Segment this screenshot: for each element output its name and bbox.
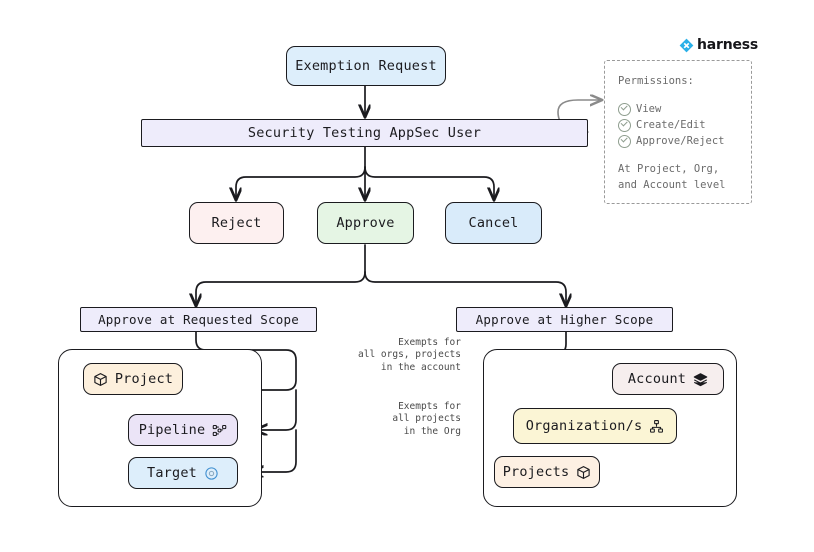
permissions-panel: Permissions: View Create/Edit Approve/Re… <box>604 60 752 204</box>
node-label: Approve <box>336 215 395 231</box>
target-circle-icon <box>205 466 218 480</box>
permission-label: Create/Edit <box>636 119 706 131</box>
cube-icon <box>94 372 107 386</box>
check-icon <box>618 118 631 132</box>
node-label: Pipeline <box>138 422 206 438</box>
check-icon <box>618 102 631 116</box>
check-icon <box>618 134 631 148</box>
node-reject[interactable]: Reject <box>189 202 284 244</box>
node-pipeline[interactable]: Pipeline <box>128 414 238 446</box>
pipeline-icon <box>213 424 227 436</box>
node-label: Security Testing AppSec User <box>247 125 482 141</box>
edge-label-org: Exempts for all projects in the Org <box>392 401 461 437</box>
node-projects[interactable]: Projects <box>494 456 600 488</box>
node-account[interactable]: Account <box>612 363 724 395</box>
node-label: Projects <box>502 464 570 480</box>
node-target[interactable]: Target <box>128 457 238 489</box>
node-project[interactable]: Project <box>83 363 183 395</box>
permissions-title: Permissions: <box>618 75 694 87</box>
permission-item-approve-reject: Approve/Reject <box>618 133 739 149</box>
node-label: Account <box>627 371 687 387</box>
node-label: Target <box>147 465 197 481</box>
node-label: Approve at Higher Scope <box>475 312 654 327</box>
node-label: Approve at Requested Scope <box>98 312 299 327</box>
harness-diamond-icon <box>679 38 694 52</box>
harness-logo: harness <box>679 37 758 53</box>
permission-label: Approve/Reject <box>636 135 725 147</box>
node-approve-higher-scope[interactable]: Approve at Higher Scope <box>456 307 673 332</box>
node-appsec-user[interactable]: Security Testing AppSec User <box>141 119 588 147</box>
node-cancel[interactable]: Cancel <box>445 202 542 244</box>
permission-item-view: View <box>618 101 739 117</box>
permission-label: View <box>636 103 662 115</box>
edge-label-account: Exempts for all orgs, projects in the ac… <box>358 337 461 373</box>
node-label: Cancel <box>468 215 519 231</box>
node-organizations[interactable]: Organization/s <box>513 408 677 444</box>
cube-icon <box>577 465 590 479</box>
org-chart-icon <box>650 419 664 433</box>
node-label: Reject <box>211 215 262 231</box>
permission-item-create-edit: Create/Edit <box>618 117 739 133</box>
harness-wordmark: harness <box>697 37 759 53</box>
permissions-footer: At Project, Org, and Account level <box>618 163 726 191</box>
node-approve[interactable]: Approve <box>317 202 414 244</box>
node-exemption-request[interactable]: Exemption Request <box>286 46 446 86</box>
node-approve-requested-scope[interactable]: Approve at Requested Scope <box>80 307 317 332</box>
node-label: Project <box>114 371 174 387</box>
node-label: Organization/s <box>525 418 643 434</box>
layers-icon <box>693 372 708 386</box>
node-label: Exemption Request <box>295 58 437 74</box>
